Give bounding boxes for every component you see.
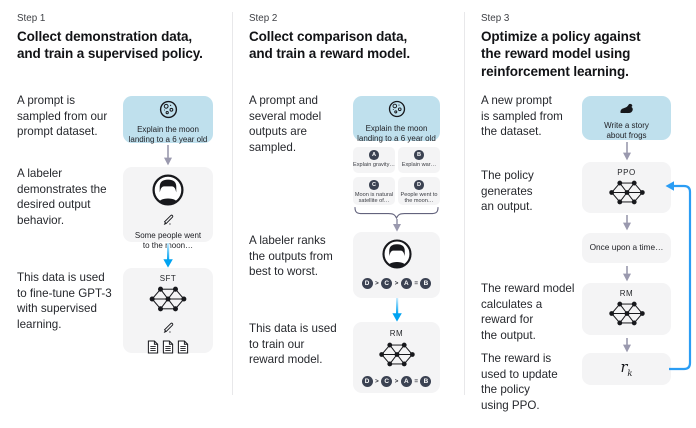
- step3-rm-box: RM: [582, 283, 671, 335]
- rank-pill: B: [420, 278, 432, 289]
- step1-paragraph-sft: This data is used to fine-tune GPT-3 wit…: [17, 271, 112, 331]
- labeler-icon: [381, 239, 412, 274]
- step3-output-box: Once upon a time…: [582, 233, 671, 263]
- column-divider: [232, 12, 233, 395]
- option-d-label: People went to the moon…: [400, 191, 438, 204]
- step3-prompt-box: Write a story about frogs: [582, 96, 671, 140]
- step2-heading: Collect comparison data, and train a rew…: [249, 29, 411, 62]
- down-arrow-blue-icon: [161, 243, 175, 273]
- rank-separator: >: [394, 378, 399, 385]
- output-option-c: C Moon is natural satellite of…: [353, 177, 395, 205]
- rank-separator: >: [375, 280, 379, 287]
- feedback-loop-arrow-icon: [663, 175, 696, 382]
- document-icon: [147, 340, 159, 359]
- ranking-row: D > C > A = B: [361, 376, 432, 387]
- step2-paragraph-ranking: A labeler ranks the outputs from best to…: [249, 234, 333, 279]
- step3-reward-value-box: rk: [582, 353, 671, 385]
- step3-output-caption: Once upon a time…: [589, 242, 664, 253]
- option-c-badge: C: [369, 180, 379, 190]
- rm-label: RM: [389, 329, 404, 338]
- step1-labeler-box: Some people went to the moon…: [123, 167, 213, 250]
- step3-paragraph-reward: The reward model calculates a reward for…: [481, 282, 575, 342]
- step3-paragraph-policy: The policy generates an output.: [481, 169, 534, 214]
- output-option-a: A Explain gravity…: [353, 147, 395, 173]
- document-icon: [177, 340, 189, 359]
- ranking-row: D > C > A = B: [361, 278, 432, 289]
- neural-network-icon: [378, 341, 416, 373]
- ppo-label: PPO: [617, 168, 636, 177]
- neural-network-icon: [608, 179, 646, 211]
- output-option-d: D People went to the moon…: [398, 177, 440, 205]
- down-arrow-icon: [620, 215, 634, 236]
- step1-paragraph-prompt: A prompt is sampled from our prompt data…: [17, 94, 108, 139]
- step1-prompt-box: Explain the moon landing to a 6 year old: [123, 96, 213, 144]
- step3-heading: Optimize a policy against the reward mod…: [481, 29, 641, 79]
- step2-label: Step 2: [249, 13, 278, 24]
- step1-demonstration-caption: Some people went to the moon…: [134, 231, 202, 250]
- down-arrow-icon: [161, 145, 175, 171]
- rank-pill: D: [361, 278, 373, 289]
- option-b-badge: B: [414, 150, 424, 160]
- rank-pill: B: [420, 376, 432, 387]
- step1-label: Step 1: [17, 13, 46, 24]
- rank-pill: A: [400, 376, 412, 387]
- step3-ppo-box: PPO: [582, 162, 671, 213]
- step3-paragraph-prompt: A new prompt is sampled from the dataset…: [481, 94, 563, 139]
- step3-label: Step 3: [481, 13, 510, 24]
- output-option-b: B Explain war…: [398, 147, 440, 173]
- down-arrow-icon: [620, 266, 634, 287]
- option-b-label: Explain war…: [401, 161, 437, 168]
- rank-pill: C: [381, 278, 393, 289]
- step2-prompt-caption: Explain the moon landing to a 6 year old: [357, 124, 436, 143]
- rm-label: RM: [619, 289, 634, 298]
- pencil-icon: [163, 212, 174, 230]
- rank-separator: =: [414, 378, 418, 385]
- step1-heading: Collect demonstration data, and train a …: [17, 29, 203, 62]
- rank-pill: A: [400, 278, 412, 289]
- moon-icon: [159, 100, 178, 124]
- option-a-label: Explain gravity…: [353, 161, 395, 168]
- frog-icon: [619, 101, 635, 119]
- labeler-icon: [152, 174, 184, 211]
- option-d-badge: D: [414, 180, 424, 190]
- step3-prompt-caption: Write a story about frogs: [604, 121, 649, 140]
- down-arrow-blue-icon: [390, 298, 404, 327]
- document-icon: [162, 340, 174, 359]
- rank-pill: D: [361, 376, 373, 387]
- option-c-label: Moon is natural satellite of…: [354, 191, 394, 204]
- step3-paragraph-update: The reward is used to update the policy …: [481, 352, 558, 412]
- step2-rm-box: RM D > C > A = B: [353, 322, 440, 393]
- rank-pill: C: [381, 376, 393, 387]
- pencil-icon: [163, 320, 174, 338]
- step2-prompt-box: Explain the moon landing to a 6 year old: [353, 96, 440, 143]
- sft-label: SFT: [159, 274, 177, 283]
- rank-separator: =: [414, 280, 418, 287]
- step2-paragraph-reward: This data is used to train our reward mo…: [249, 322, 337, 367]
- step1-sft-box: SFT: [123, 268, 213, 354]
- option-a-badge: A: [369, 150, 379, 160]
- down-arrow-icon: [620, 338, 634, 358]
- neural-network-icon: [148, 285, 188, 318]
- brace-icon: [353, 206, 440, 224]
- step2-paragraph-sampling: A prompt and several model outputs are s…: [249, 94, 322, 154]
- down-arrow-icon: [620, 142, 634, 166]
- step1-prompt-caption: Explain the moon landing to a 6 year old: [128, 125, 208, 144]
- rank-separator: >: [394, 280, 399, 287]
- step2-labeler-box: D > C > A = B: [353, 232, 440, 298]
- column-divider: [464, 12, 465, 395]
- down-arrow-icon: [390, 219, 404, 237]
- neural-network-icon: [608, 300, 646, 332]
- reward-value: rk: [620, 359, 633, 379]
- step1-paragraph-labeler: A labeler demonstrates the desired outpu…: [17, 167, 107, 227]
- moon-icon: [388, 100, 406, 123]
- rank-separator: >: [375, 378, 379, 385]
- documents-row: [147, 340, 189, 359]
